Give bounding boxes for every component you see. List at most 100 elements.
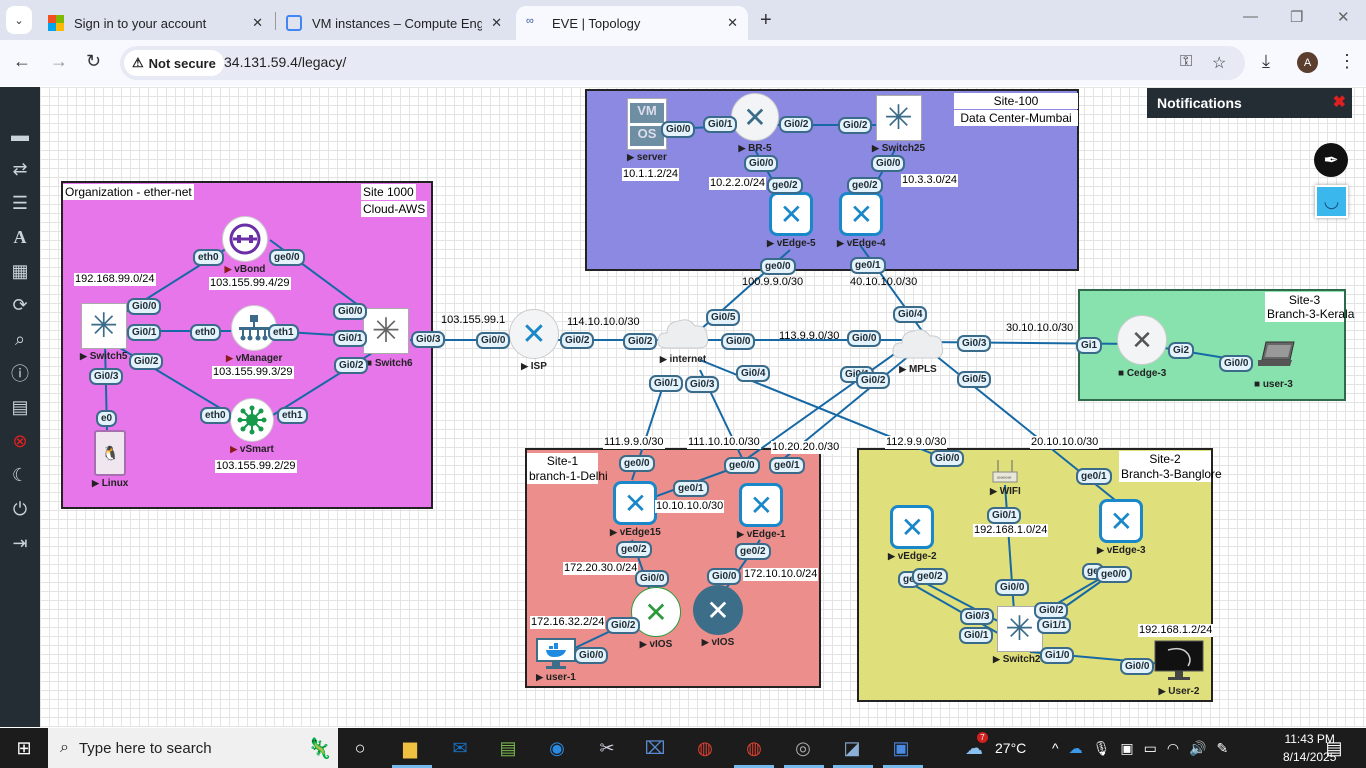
key-icon[interactable]: ⚿	[1180, 53, 1193, 70]
power-icon[interactable]: ⏻	[12, 498, 28, 519]
clock[interactable]: 11:43 PM 8/14/2025	[1283, 730, 1336, 766]
chrome-profile-icon[interactable]: ◍	[746, 737, 762, 758]
menu-kebab-icon[interactable]: ⋮	[1338, 51, 1356, 71]
pen-tool-icon[interactable]: ✒	[1314, 143, 1348, 177]
windows-start-icon[interactable]: ⊞	[16, 737, 32, 758]
chevron-up-icon[interactable]: ^	[1052, 740, 1059, 756]
tab-sign-in[interactable]: Sign in to your account ✕	[38, 6, 273, 40]
access-point-icon: ∞∞∞∞	[991, 458, 1019, 484]
close-tab-icon[interactable]: ✕	[491, 15, 502, 30]
node-vios-2[interactable]: ✕ ▶ vIOS	[693, 585, 743, 648]
switch-icon: ✳	[875, 95, 922, 141]
weather-widget[interactable]: ☁7 27°C	[965, 728, 1026, 768]
network-tool-icon[interactable]: ⌧	[644, 737, 666, 758]
taskbar-search[interactable]: ⌕ Type here to search 🦎	[48, 728, 338, 768]
grid-icon[interactable]: ▦	[11, 260, 29, 281]
meet-now-icon[interactable]: ▣	[1120, 739, 1134, 756]
url-text[interactable]: 34.131.59.4/legacy/	[224, 54, 347, 70]
node-vsmart[interactable]: ▶ vSmart	[230, 398, 274, 455]
onedrive-icon[interactable]: ☁	[1068, 739, 1083, 756]
new-tab-button[interactable]: +	[760, 9, 772, 31]
file-explorer-icon[interactable]: ▆	[403, 737, 417, 758]
smile-toggle-icon[interactable]: ◡	[1315, 185, 1348, 218]
node-vbond[interactable]: ▶ vBond	[222, 216, 268, 275]
info-icon[interactable]: ⓘ	[11, 364, 29, 384]
pen-icon[interactable]: ✎	[1216, 739, 1229, 756]
volume-icon[interactable]: 🔊	[1189, 739, 1207, 756]
minimize-button[interactable]: —	[1243, 8, 1258, 25]
node-vedge2[interactable]: ✕ ▶ vEdge-2	[888, 505, 937, 562]
reload-button[interactable]: ↻	[86, 51, 102, 71]
close-tab-icon[interactable]: ✕	[252, 15, 263, 30]
node-vios-1[interactable]: ✕ ▶ vIOS	[631, 587, 681, 650]
node-label: vBond	[234, 264, 266, 275]
node-vedge15[interactable]: ✕ ▶ vEdge15	[610, 481, 661, 538]
node-wifi[interactable]: ∞∞∞∞ ▶ WIFI	[990, 458, 1021, 497]
connections-icon[interactable]: ⇄	[12, 158, 28, 179]
net-sw25-vedge4: 10.3.3.0/24	[901, 174, 959, 187]
log-icon[interactable]: ▤	[11, 396, 29, 417]
add-node-icon[interactable]: ▬	[11, 124, 29, 145]
cortana-icon[interactable]: ○	[354, 737, 366, 758]
tab-separator	[275, 12, 276, 30]
forward-button[interactable]: →	[50, 51, 68, 71]
router-icon: ✕	[509, 309, 559, 359]
close-notifications-icon[interactable]: ✖	[1332, 94, 1346, 111]
notes-app-icon[interactable]: ◪	[843, 737, 861, 758]
back-button[interactable]: ←	[13, 51, 31, 71]
node-switch6[interactable]: ✳	[363, 308, 409, 354]
tab-search-button[interactable]: ⌄	[6, 6, 32, 34]
dark-mode-icon[interactable]: ☾	[11, 464, 29, 485]
profile-avatar[interactable]: A	[1297, 52, 1318, 73]
notepad-icon[interactable]: ▤	[499, 737, 517, 758]
close-tab-icon[interactable]: ✕	[727, 15, 738, 30]
refresh-icon[interactable]: ⟳	[12, 294, 28, 315]
node-internet[interactable]: ▶ internet	[655, 314, 711, 365]
net-delhi-lan2: 172.10.10.0/24	[743, 568, 819, 581]
obs-icon[interactable]: ◎	[795, 737, 811, 758]
node-vedge3[interactable]: ✕ ▶ vEdge-3	[1097, 499, 1146, 556]
download-icon[interactable]: ⤓	[1262, 51, 1270, 71]
docker-pc-icon	[536, 638, 576, 670]
node-switch25[interactable]: ✳ ▶ Switch25	[872, 95, 925, 154]
close-window-button[interactable]: ✕	[1337, 9, 1350, 26]
node-user1[interactable]: ▶ user-1	[536, 638, 576, 683]
notification-center-icon[interactable]: ▤	[1325, 737, 1343, 758]
node-user2[interactable]: ▶ User-2	[1154, 640, 1204, 697]
stop-all-icon[interactable]: ⊗	[12, 430, 28, 451]
omnibox[interactable]: ⚠Not secure 34.131.59.4/legacy/ ⚿ ☆	[120, 46, 1245, 80]
logout-icon[interactable]: ⇥	[12, 532, 28, 553]
battery-icon[interactable]: ▭	[1143, 739, 1157, 756]
security-chip[interactable]: ⚠Not secure	[124, 50, 224, 76]
chrome-icon[interactable]: ◍	[697, 737, 713, 758]
bookmark-star-icon[interactable]: ☆	[1212, 55, 1227, 72]
node-linux[interactable]: 🐧 ▶ Linux	[92, 430, 128, 489]
node-isp[interactable]: ✕ ▶ ISP	[509, 309, 559, 372]
node-switch5[interactable]: ✳ ▶ Switch5	[80, 303, 128, 362]
node-vedge5[interactable]: ✕ ▶ vEdge-5	[767, 192, 816, 249]
text-icon[interactable]: A	[13, 226, 27, 247]
maximize-button[interactable]: ❐	[1290, 9, 1304, 26]
net-aws-lan: 192.168.99.0/24	[74, 273, 156, 286]
node-br5[interactable]: ✕ ▶ BR-5	[731, 93, 779, 154]
node-mpls[interactable]: ▶ MPLS	[890, 324, 946, 375]
outlook-icon[interactable]: ✉	[452, 737, 468, 758]
snipping-tool-icon[interactable]: ✂	[599, 737, 615, 758]
putty-icon[interactable]: ▣	[892, 737, 910, 758]
remote-desktop-icon[interactable]: ◉	[549, 737, 565, 758]
list-icon[interactable]: ☰	[11, 192, 29, 213]
port-label: ge0/2	[767, 177, 803, 194]
tab-eve-topology[interactable]: ∞ EVE | Topology ✕	[516, 6, 748, 40]
system-tray: ^ ☁ 🎙 ▣ ▭ ◠ 🔊 ✎	[1052, 728, 1228, 768]
node-vedge1[interactable]: ✕ ▶ vEdge-1	[737, 483, 786, 540]
node-cedge3[interactable]: ✕	[1117, 315, 1167, 365]
microsoft-icon	[48, 15, 64, 31]
wifi-icon[interactable]: ◠	[1166, 739, 1180, 756]
port-label: Gi0/2	[779, 116, 814, 133]
zoom-icon[interactable]: ⌕	[14, 328, 26, 349]
tab-vm-instances[interactable]: VM instances – Compute Engin ✕	[276, 6, 512, 40]
node-server[interactable]: VM OS ▶ server	[627, 98, 667, 163]
node-vedge4[interactable]: ✕ ▶ vEdge-4	[837, 192, 886, 249]
microphone-icon[interactable]: 🎙	[1092, 739, 1111, 756]
node-user3[interactable]	[1256, 340, 1298, 368]
